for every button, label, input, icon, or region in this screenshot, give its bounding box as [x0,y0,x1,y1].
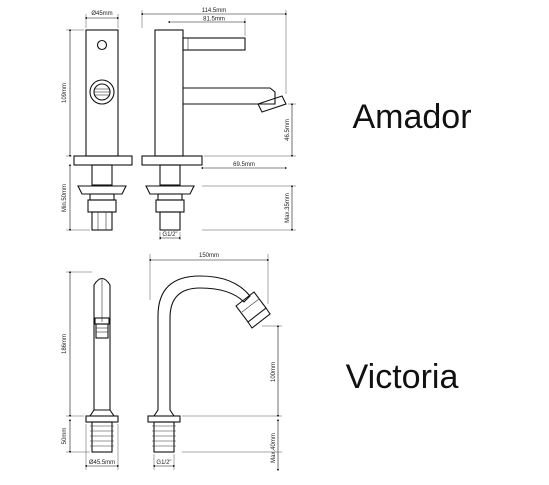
victoria-height-label: 186mm [62,334,68,354]
amador-height-label: 109mm [62,83,68,103]
victoria-title: Victoria [346,358,459,396]
amador-min-tail-label: Min.50mm [62,184,68,212]
amador-overall-length-label: 114.5mm [202,8,227,14]
victoria-base-diameter-label: Ø45.5mm [89,460,115,466]
victoria-spout-height-label: 100mm [271,362,277,382]
amador-base-diameter-label: Ø45mm [91,11,112,17]
amador-thread-label: G1/2" [162,232,177,238]
amador-side-view: 114.5mm 81.5mm 46.5mm 69.5mm Max.35mm G1… [140,8,296,240]
victoria-front-view: 186mm 50mm Ø45.5mm [62,270,120,470]
victoria-width-label: 150mm [199,253,219,259]
victoria-max-deck-label: Max.40mm [271,433,277,463]
amador-spout-height-label: 46.5mm [285,119,291,141]
victoria-tail-label: 50mm [62,428,68,445]
amador-title: Amador [352,98,471,136]
amador-front-view: Ø45mm 109mm Min.50mm [62,11,133,232]
amador-reach-label: 69.5mm [233,162,255,168]
victoria-thread-label: G1/2" [156,460,171,466]
amador-max-deck-label: Max.35mm [285,193,291,223]
amador-handle-length-label: 81.5mm [203,17,225,23]
victoria-side-view: 150mm 100mm Max.40mm G1/2" [147,253,282,472]
